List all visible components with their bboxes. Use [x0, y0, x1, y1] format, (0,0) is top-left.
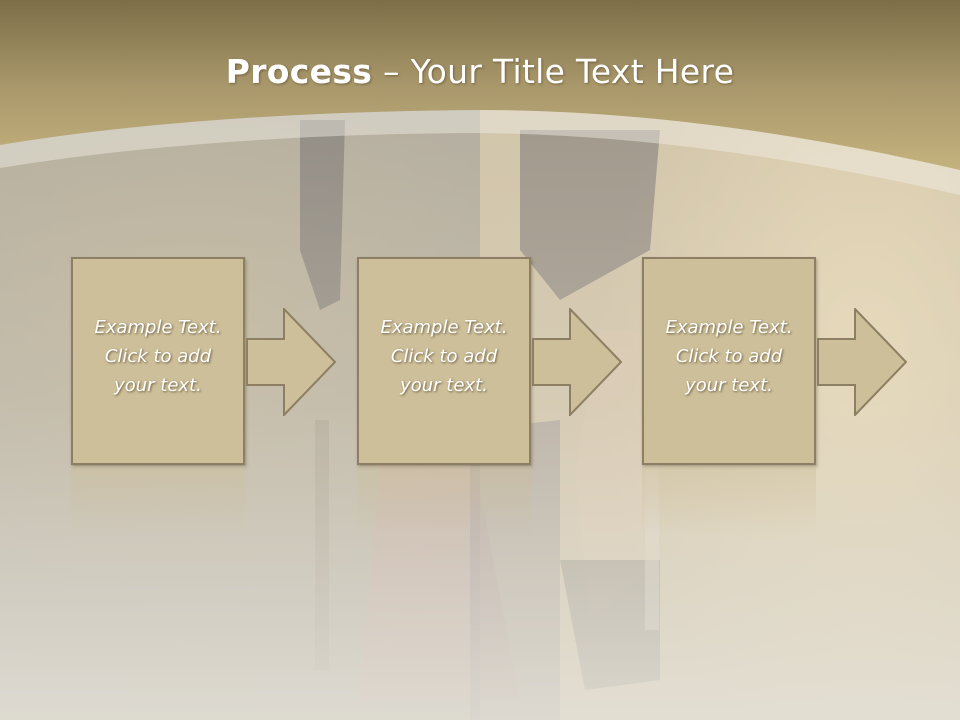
step-3-line-3: your text. — [685, 375, 773, 396]
title-rest: – Your Title Text Here — [372, 52, 735, 91]
right-arrow-icon — [246, 308, 336, 416]
process-step-1[interactable]: Example Text. Click to add your text. — [71, 257, 245, 465]
slide-title[interactable]: Process – Your Title Text Here — [0, 52, 960, 91]
step-3-line-1: Example Text. — [665, 317, 793, 338]
step-2-line-3: your text. — [400, 375, 488, 396]
step-1-reflection — [71, 466, 245, 536]
step-1-line-1: Example Text. — [94, 317, 222, 338]
step-2-line-2: Click to add — [390, 346, 498, 367]
right-arrow-icon — [532, 308, 622, 416]
step-3-text[interactable]: Example Text. Click to add your text. — [649, 313, 809, 400]
right-arrow-icon — [817, 308, 907, 416]
step-2-text[interactable]: Example Text. Click to add your text. — [364, 313, 524, 400]
process-step-2[interactable]: Example Text. Click to add your text. — [357, 257, 531, 465]
step-2-line-1: Example Text. — [380, 317, 508, 338]
step-2-reflection — [357, 466, 531, 536]
step-1-line-2: Click to add — [104, 346, 212, 367]
process-step-3[interactable]: Example Text. Click to add your text. — [642, 257, 816, 465]
step-1-line-3: your text. — [114, 375, 202, 396]
step-3-line-2: Click to add — [675, 346, 783, 367]
step-3-reflection — [642, 466, 816, 536]
step-1-text[interactable]: Example Text. Click to add your text. — [78, 313, 238, 400]
title-bold: Process — [225, 52, 373, 91]
